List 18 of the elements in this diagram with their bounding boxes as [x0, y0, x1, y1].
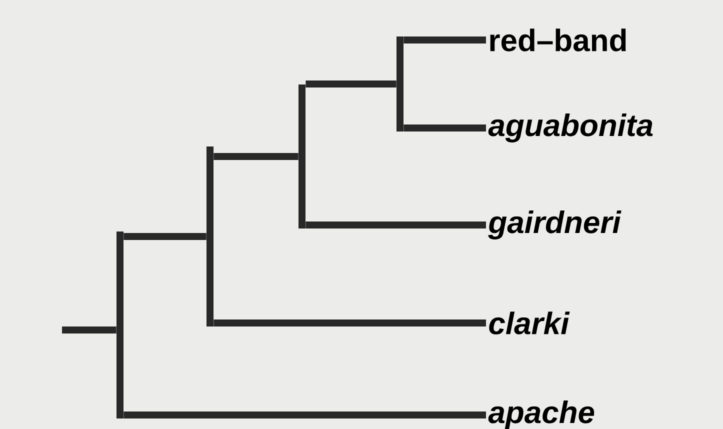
- tree-branch: [306, 80, 396, 88]
- tree-branch: [206, 146, 214, 326]
- tree-branch: [404, 124, 486, 132]
- tree-branch: [306, 222, 486, 228]
- tree-branch: [62, 326, 116, 334]
- taxon-label: red–band: [490, 28, 626, 52]
- taxon-label: gairdneri: [488, 210, 622, 240]
- tree-branch: [396, 36, 404, 132]
- taxon-label: clarki: [489, 312, 570, 334]
- tree-branch: [298, 84, 306, 228]
- tree-branch: [214, 153, 298, 160]
- tree-branch: [214, 320, 486, 326]
- tree-branch: [404, 36, 486, 44]
- tree-branch: [124, 412, 486, 418]
- taxon-label: aguabonita: [488, 114, 653, 142]
- tree-branch: [116, 232, 124, 418]
- tree-branch: [124, 233, 206, 240]
- taxon-label: apache: [488, 400, 594, 429]
